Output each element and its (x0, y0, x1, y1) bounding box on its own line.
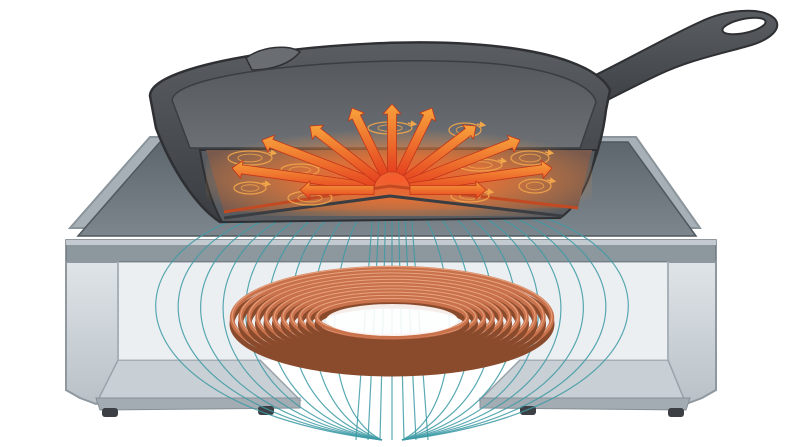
swirl-arrow (476, 121, 487, 128)
heat-arrow-icon (406, 134, 521, 189)
pan-handle-hole (721, 16, 767, 36)
heat-arrows (231, 103, 553, 200)
swirl-arrow (546, 177, 557, 184)
heat-arrow-icon (261, 134, 378, 189)
swirl-icon (227, 150, 273, 166)
heat-arrow-icon (409, 180, 487, 200)
foot-icon (102, 408, 118, 417)
swirl-icon (240, 184, 260, 192)
swirl-icon (519, 153, 541, 163)
swirl-arrow (544, 149, 555, 156)
heat-arrow-icon (408, 159, 553, 193)
cutaway-edge (223, 184, 579, 214)
heat-arrow-icon (395, 107, 437, 177)
cooktop-edge-highlight (66, 240, 716, 245)
swirl-icon (525, 181, 545, 191)
heat-arrow-icon (382, 103, 402, 173)
housing-floor (94, 359, 302, 405)
swirl-arrow (484, 188, 495, 195)
swirl-icon (518, 178, 552, 194)
pan-handle (558, 9, 779, 118)
swirl-icon (237, 153, 263, 163)
housing-bottom-rail-right (479, 397, 691, 411)
magnetic-field-lines (155, 193, 629, 441)
heat-arrow-icon (403, 124, 477, 184)
swirl-arrow (261, 180, 272, 187)
copper-induction-coil (229, 265, 555, 377)
swirl-icon (233, 181, 267, 195)
swirl-arrow (267, 149, 278, 156)
heat-arrow-icon (299, 180, 375, 200)
swirl-arrow (497, 157, 508, 164)
coil-turn-shadow (306, 300, 478, 348)
heat-arrow-icon (347, 107, 389, 177)
coil-center (326, 304, 458, 336)
foot-icon (668, 408, 684, 417)
pan-bottom-edge (223, 194, 563, 220)
heat-arrow-icon (309, 124, 382, 184)
swirl-arrow (407, 120, 418, 127)
swirl-icon (510, 150, 550, 166)
